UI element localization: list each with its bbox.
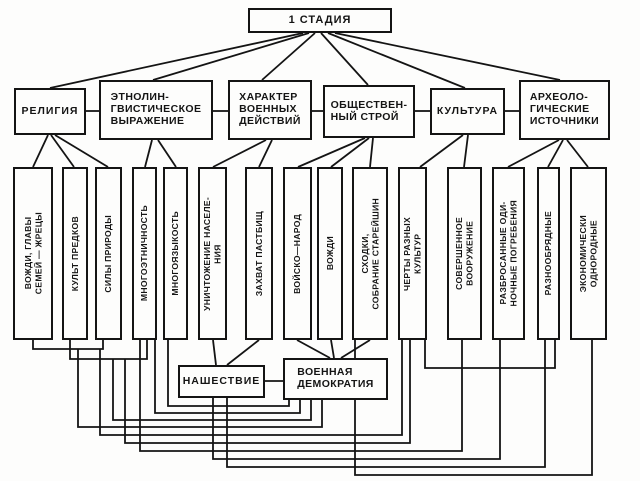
- node-label-seizure-of-pastures: ЗАХВАТ ПАСТБИЩ: [253, 210, 264, 297]
- edge-religion-to-forces-of-nature: [54, 134, 109, 168]
- node-label-forces-of-nature: СИЛЫ ПРИРОДЫ: [103, 214, 114, 293]
- node-label-destruction-of-population: УНИЧТОЖЕНИЕ НАСЕЛЕ- НИЯ: [202, 196, 223, 311]
- edge-bus-democracy-west-3: [112, 359, 312, 421]
- node-chiefs: ВОЖДИ: [317, 167, 343, 340]
- node-character-of-military-actions: ХАРАКТЕР ВОЕННЫХ ДЕЙСТВИЙ: [228, 80, 312, 140]
- node-forces-of-nature: СИЛЫ ПРИРОДЫ: [95, 167, 122, 340]
- node-chiefs-heads-of-families-priests: ВОЖДИ, ГЛАВЫ СЕМЕЙ — ЖРЕЦЫ: [13, 167, 53, 340]
- node-label-multilingualism: МНОГОЯЗЫКОСТЬ: [170, 211, 181, 296]
- node-label-scattered-single-burials: РАЗБРОСАННЫЕ ОДИ- НОЧНЫЕ ПОГРЕБЕНИЯ: [498, 200, 519, 307]
- edge-bus-cult-ethnicity: [69, 340, 148, 360]
- node-label-stage-1: 1 СТАДИЯ: [288, 14, 352, 27]
- node-gatherings-council-of-elders: СХОДКИ, СОБРАНИЕ СТАРЕЙШИН: [352, 167, 388, 340]
- edge-bus-chiefs-forces: [32, 340, 104, 350]
- node-label-social-order: ОБЩЕСТВЕН- НЫЙ СТРОЙ: [330, 98, 408, 123]
- edge-stage-to-religion: [49, 32, 304, 89]
- node-religion: РЕЛИГИЯ: [14, 88, 86, 135]
- edge-stage-to-ethnolinguistic: [152, 32, 310, 81]
- edge-stage-to-culture: [327, 32, 466, 89]
- node-army-people: ВОЙСКО—НАРОД: [283, 167, 312, 340]
- node-multilingualism: МНОГОЯЗЫКОСТЬ: [163, 167, 188, 340]
- edge-army-people-to-democracy: [296, 339, 331, 359]
- edge-military-to-destruction: [212, 139, 267, 168]
- node-label-character-of-military-actions: ХАРАКТЕР ВОЕННЫХ ДЕЙСТВИЙ: [239, 91, 301, 127]
- edge-bus-east-6: [354, 340, 593, 476]
- edge-religion-to-chiefs-priests: [32, 134, 49, 168]
- edge-military-to-seizure: [258, 139, 273, 168]
- node-military-democracy: ВОЕННАЯ ДЕМОКРАТИЯ: [283, 358, 388, 400]
- node-label-chiefs-heads-of-families-priests: ВОЖДИ, ГЛАВЫ СЕМЕЙ — ЖРЕЦЫ: [22, 212, 43, 295]
- edge-ethno-to-multi-ethnicity: [144, 139, 153, 168]
- node-social-order: ОБЩЕСТВЕН- НЫЙ СТРОЙ: [323, 85, 415, 138]
- node-label-diverse-rites: РАЗНООБРЯДНЫЕ: [543, 211, 554, 296]
- node-label-archaeological-sources: АРХЕОЛО- ГИЧЕСКИЕ ИСТОЧНИКИ: [529, 91, 600, 127]
- edge-archaeo-to-burials: [507, 139, 560, 168]
- node-destruction-of-population: УНИЧТОЖЕНИЕ НАСЕЛЕ- НИЯ: [198, 167, 227, 340]
- node-label-ancestor-cult: КУЛЬТ ПРЕДКОВ: [69, 215, 80, 292]
- edge-bus-east-5: [226, 340, 546, 468]
- edge-stage-to-archaeological: [334, 32, 561, 81]
- node-archaeological-sources: АРХЕОЛО- ГИЧЕСКИЕ ИСТОЧНИКИ: [519, 80, 610, 140]
- node-label-multi-ethnicity: МНОГОЭТНИЧНОСТЬ: [139, 205, 150, 302]
- node-label-army-people: ВОЙСКО—НАРОД: [292, 213, 303, 294]
- node-invasion: НАШЕСТВИЕ: [178, 365, 265, 398]
- edge-culture-to-features: [419, 134, 464, 168]
- edge-chiefs-to-democracy: [330, 339, 335, 359]
- node-label-culture: КУЛЬТУРА: [436, 104, 499, 117]
- node-features-of-different-cultures: ЧЕРТЫ РАЗНЫХ КУЛЬТУР: [398, 167, 427, 340]
- node-stage-1: 1 СТАДИЯ: [248, 8, 392, 33]
- node-scattered-single-burials: РАЗБРОСАННЫЕ ОДИ- НОЧНЫЕ ПОГРЕБЕНИЯ: [492, 167, 525, 340]
- node-label-chiefs: ВОЖДИ: [324, 236, 335, 271]
- edge-archaeo-to-rites: [547, 139, 564, 168]
- node-multi-ethnicity: МНОГОЭТНИЧНОСТЬ: [132, 167, 157, 340]
- node-diverse-rites: РАЗНООБРЯДНЫЕ: [537, 167, 560, 340]
- node-label-perfected-weaponry: СОВЕРШЕННОЕ ВООРУЖЕНИЕ: [454, 217, 475, 290]
- edge-bus-democracy-west-1: [167, 340, 290, 407]
- node-label-religion: РЕЛИГИЯ: [21, 104, 79, 117]
- edge-bus-east-4: [212, 340, 501, 460]
- edge-social-to-chiefs: [330, 137, 370, 168]
- node-label-invasion: НАШЕСТВИЕ: [182, 374, 261, 387]
- edge-stage-to-social-order: [320, 32, 369, 86]
- edge-bus-east-2: [124, 340, 411, 444]
- edge-ethno-to-multilingualism: [157, 139, 177, 168]
- node-perfected-weaponry: СОВЕРШЕННОЕ ВООРУЖЕНИЕ: [447, 167, 482, 340]
- node-culture: КУЛЬТУРА: [430, 88, 505, 135]
- node-ethnolinguistic-expression: ЭТНОЛИН- ГВИСТИЧЕСКОЕ ВЫРАЖЕНИЕ: [99, 80, 213, 140]
- edge-bus-democracy-west-4: [77, 349, 323, 428]
- edge-archaeo-to-homogeneous: [566, 139, 589, 168]
- edge-destruction-to-invasion: [212, 339, 217, 366]
- node-label-features-of-different-cultures: ЧЕРТЫ РАЗНЫХ КУЛЬТУР: [402, 216, 423, 291]
- edge-bus-east-1: [99, 340, 403, 436]
- node-ancestor-cult: КУЛЬТ ПРЕДКОВ: [62, 167, 88, 340]
- node-seizure-of-pastures: ЗАХВАТ ПАСТБИЩ: [245, 167, 273, 340]
- node-economically-homogeneous: ЭКОНОМИЧЕСКИ ОДНОРОДНЫЕ: [570, 167, 607, 340]
- edge-seizure-to-invasion: [226, 339, 260, 366]
- edge-religion-to-ancestor-cult: [50, 134, 75, 168]
- edge-culture-to-weaponry: [463, 134, 469, 168]
- edge-stage-to-military-actions: [261, 32, 316, 81]
- edge-bus-east-3: [139, 340, 463, 452]
- node-label-ethnolinguistic-expression: ЭТНОЛИН- ГВИСТИЧЕСКОЕ ВЫРАЖЕНИЕ: [110, 91, 202, 127]
- node-label-economically-homogeneous: ЭКОНОМИЧЕСКИ ОДНОРОДНЫЕ: [578, 214, 599, 293]
- edge-social-to-gatherings: [369, 137, 374, 168]
- node-label-military-democracy: ВОЕННАЯ ДЕМОКРАТИЯ: [297, 366, 374, 390]
- edge-social-to-army-people: [297, 137, 366, 168]
- edge-bus-features-rites: [424, 340, 556, 369]
- node-label-gatherings-council-of-elders: СХОДКИ, СОБРАНИЕ СТАРЕЙШИН: [359, 197, 380, 310]
